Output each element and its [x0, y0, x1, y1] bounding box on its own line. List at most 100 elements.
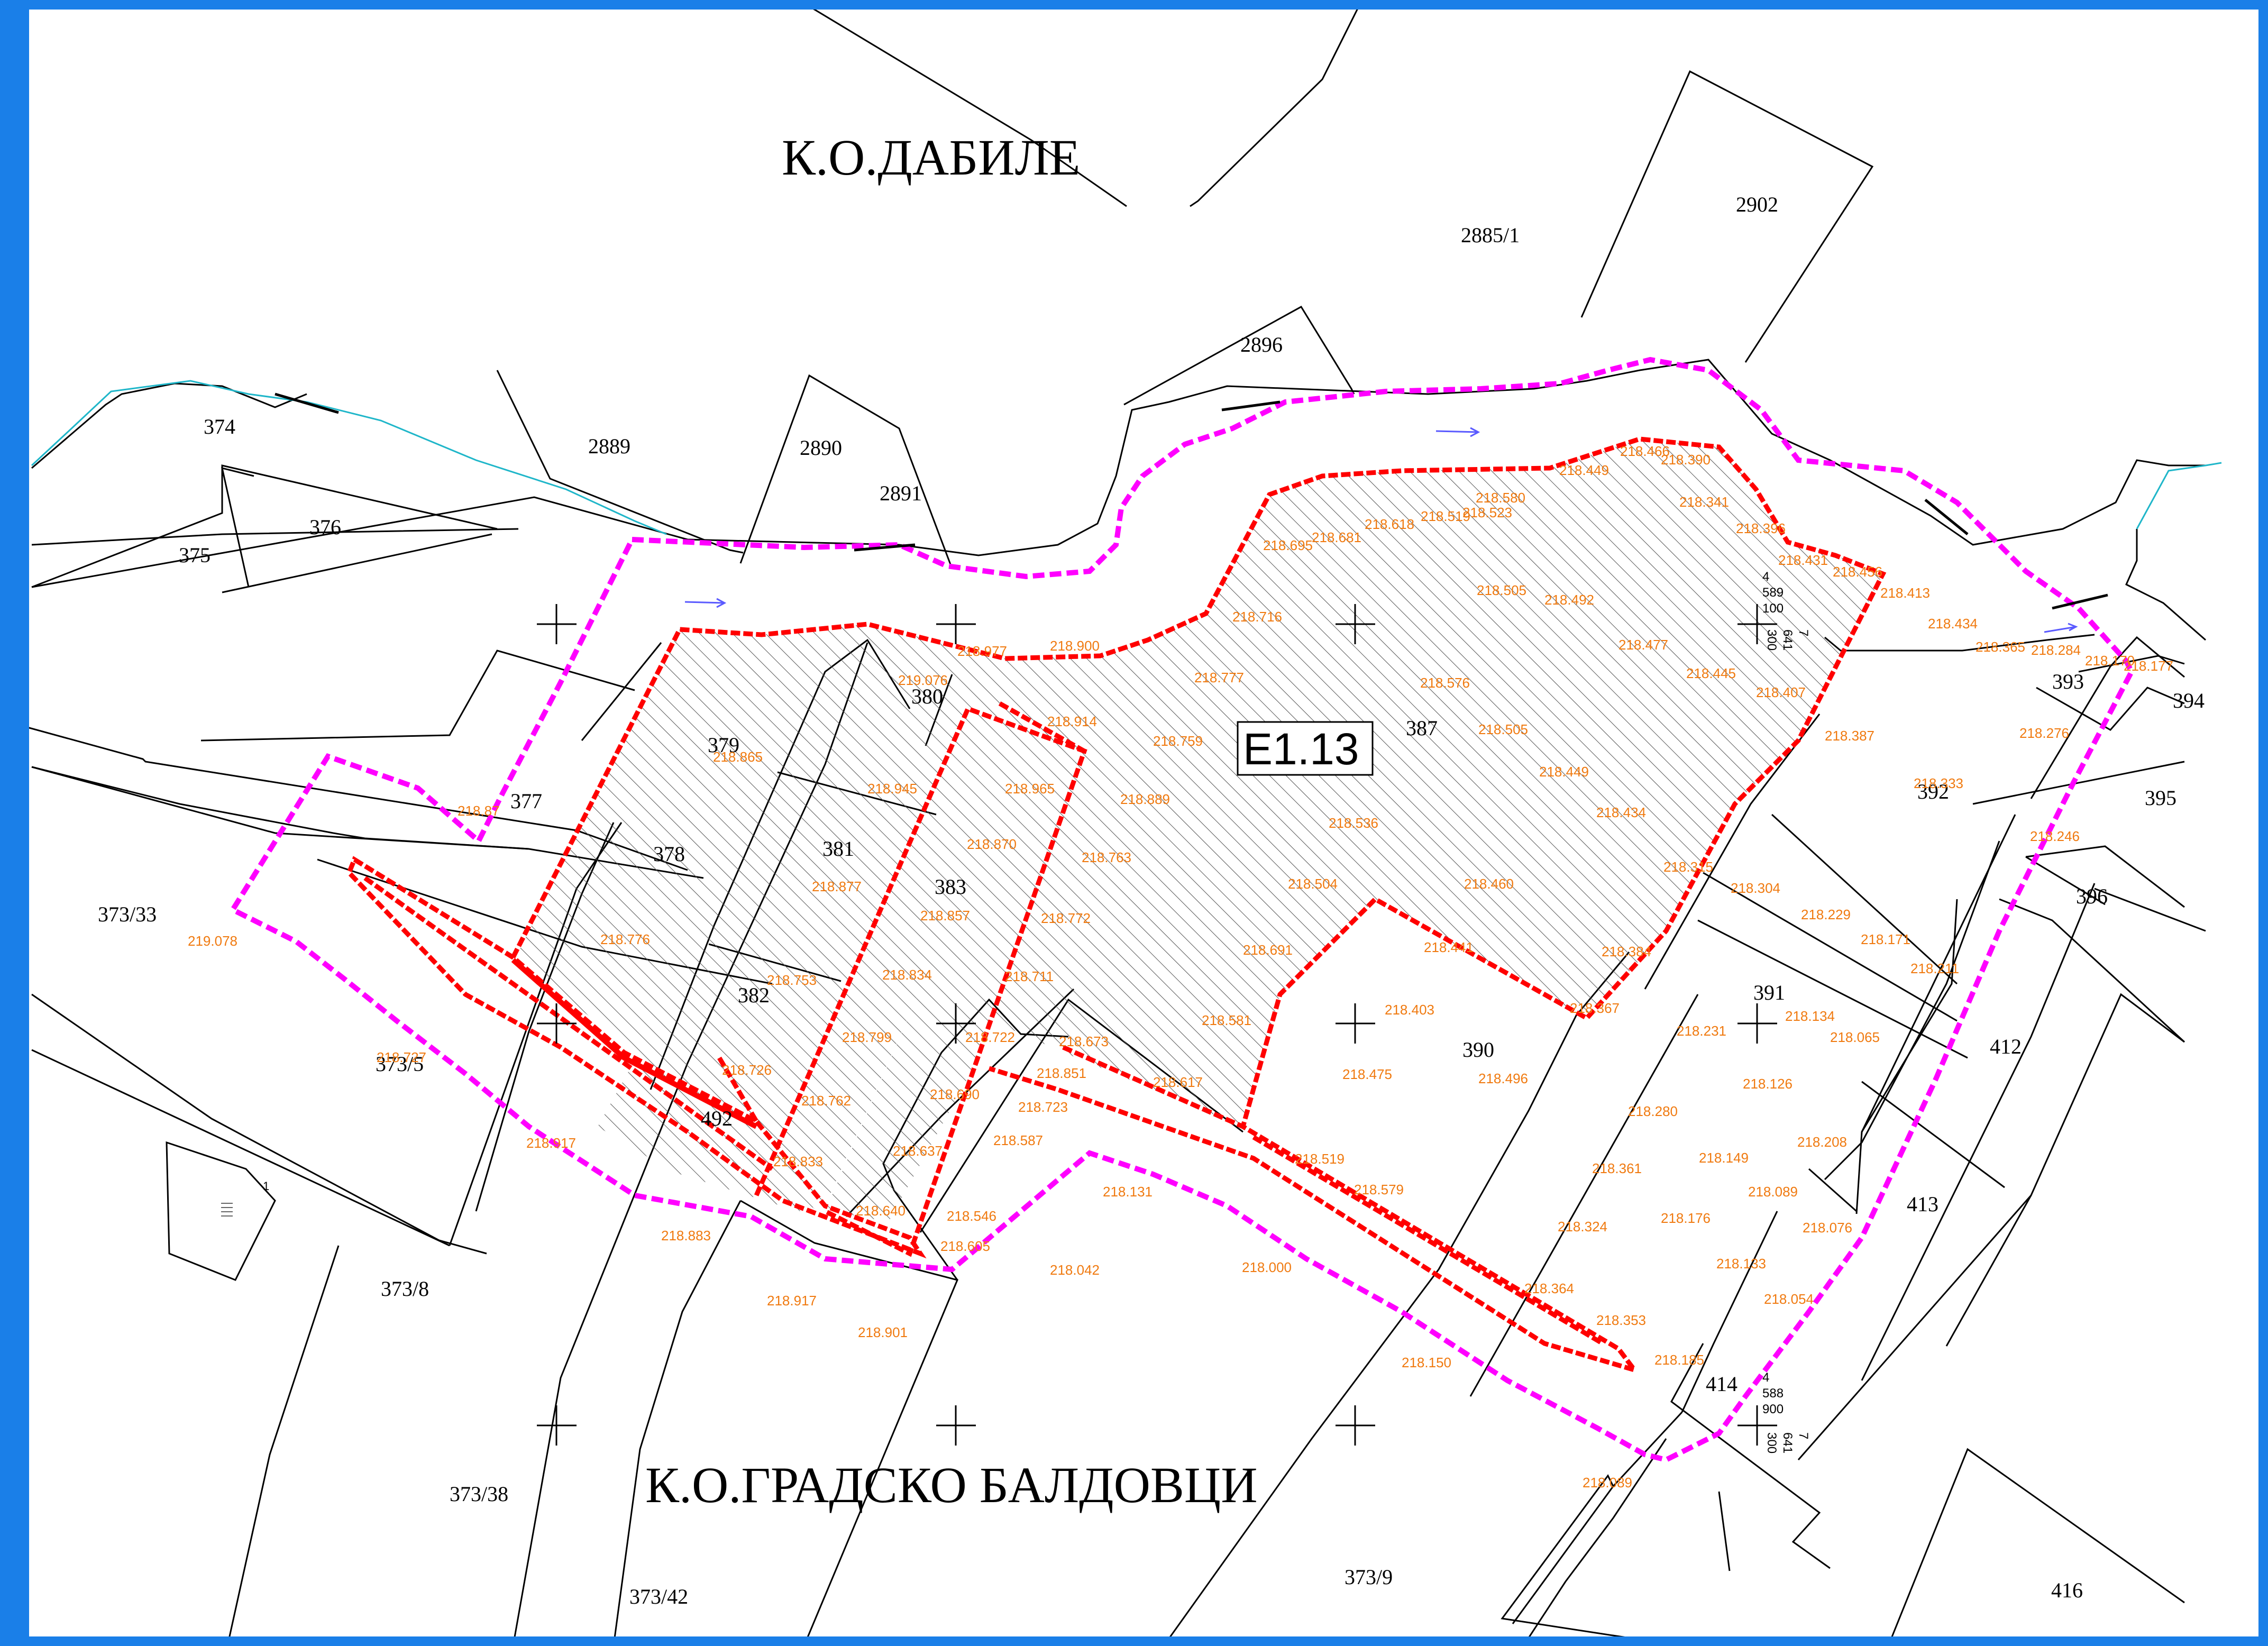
elevation-label: 218.177 — [2124, 658, 2173, 674]
elevation-label: 218.833 — [773, 1154, 823, 1169]
parcel-label: 382 — [738, 983, 770, 1007]
elevation-label: 218.722 — [965, 1029, 1015, 1045]
elevation-label: 218.131 — [1103, 1184, 1153, 1200]
elevation-label: 218.276 — [2019, 725, 2069, 741]
parcel-label: 373/33 — [98, 902, 157, 926]
coord-label: 100 — [1762, 601, 1784, 616]
parcel-label: 393 — [2052, 670, 2084, 693]
elevation-label: 218.324 — [1558, 1219, 1607, 1234]
parcel-label: 492 — [701, 1107, 733, 1130]
elevation-label: 218.133 — [1716, 1256, 1766, 1272]
elevation-label: 218.246 — [2030, 828, 2080, 844]
coord-label: 4 — [1762, 1370, 1769, 1385]
parcel-label: 373/8 — [381, 1277, 429, 1301]
elevation-label: 218.762 — [801, 1093, 851, 1109]
parcel-label: 373/9 — [1345, 1565, 1393, 1589]
elevation-label: 218.617 — [1153, 1074, 1203, 1090]
elevation-label: 218.917 — [767, 1293, 817, 1309]
elevation-label: 218.000 — [1242, 1259, 1292, 1275]
elevation-label: 218.441 — [1424, 939, 1474, 955]
parcel-label: 378 — [653, 842, 685, 866]
elevation-label: 218.364 — [1524, 1281, 1574, 1296]
elevation-label: 218.870 — [967, 836, 1017, 852]
elevation-label: 218.914 — [1047, 714, 1097, 729]
parcel-label: 376 — [309, 515, 341, 539]
parcel-label: 2885/1 — [1461, 223, 1520, 247]
region-label-north: К.О.ДАБИЛЕ — [782, 129, 1080, 186]
elevation-label: 218.150 — [1402, 1355, 1451, 1370]
elevation-label: 218.695 — [1263, 537, 1313, 553]
elevation-label: 218.149 — [1699, 1150, 1749, 1166]
elevation-label: 218.431 — [1778, 552, 1828, 568]
elevation-label: 218.519 — [1421, 508, 1470, 524]
elevation-label: 218.365 — [1976, 639, 2025, 655]
parcel-label: 387 — [1406, 716, 1438, 740]
parcel-label: 392 — [1917, 780, 1949, 803]
elevation-label: 218.089 — [1748, 1184, 1798, 1200]
elevation-label: 218.777 — [1194, 670, 1244, 685]
elevation-label: 218.460 — [1464, 876, 1514, 892]
elevation-label: 218.505 — [1477, 582, 1526, 598]
elevation-label: 218.361 — [1592, 1160, 1642, 1176]
river-line-east — [2136, 462, 2222, 529]
elevation-label: 218.759 — [1153, 733, 1203, 749]
elevation-label: 218.519 — [1295, 1151, 1345, 1167]
parcel-label: 373/42 — [629, 1585, 688, 1608]
elevation-label: 218.492 — [1544, 592, 1594, 608]
parcel-label: 2889 — [588, 434, 630, 458]
elevation-label: 218.865 — [713, 749, 763, 765]
parcel-label: 374 — [204, 415, 235, 438]
elevation-label: 218.772 — [1041, 910, 1091, 926]
elevation-label: 218.280 — [1628, 1103, 1678, 1119]
parcel-label: 396 — [2076, 884, 2108, 908]
elevation-label: 218.134 — [1785, 1008, 1835, 1024]
parcel-label: 395 — [2145, 786, 2176, 810]
elevation-label: 218.523 — [1462, 505, 1512, 520]
grid-crosses — [537, 604, 1777, 1446]
elevation-label: 218.076 — [1803, 1220, 1852, 1236]
elevation-label: 218.581 — [1202, 1012, 1251, 1028]
elevation-label: 218.618 — [1365, 516, 1414, 532]
elevation-label: 218.576 — [1420, 675, 1470, 691]
elevation-label: 218.640 — [856, 1203, 906, 1219]
elevation-label: 218.799 — [842, 1029, 892, 1045]
elevation-label: 218.681 — [1312, 529, 1361, 545]
flow-arrows — [684, 427, 2078, 633]
region-label-south: К.О.ГРАДСКО БАЛДОВЦИ — [645, 1457, 1258, 1513]
elevation-label: 218.726 — [722, 1062, 772, 1078]
elevation-label: 218.753 — [767, 972, 817, 988]
elevation-label: 218.284 — [2031, 642, 2081, 658]
coord-label: 641 — [1780, 629, 1795, 651]
elevation-label: 218.341 — [1679, 494, 1729, 510]
elevation-label: 218.315 — [1663, 859, 1713, 875]
elevation-label: 218.089 — [1583, 1475, 1632, 1490]
plot-frontage-solid — [511, 958, 758, 1129]
parcel-label: 375 — [179, 543, 211, 567]
elevation-labels: 218.466 218.390 218.449 218.580 218.523 … — [188, 443, 2173, 1490]
elevation-label: 218.716 — [1232, 609, 1282, 625]
parcel-label: 373/38 — [450, 1482, 508, 1506]
elevation-label: 218.504 — [1288, 876, 1338, 892]
parcel-labels: 374 375 376 2889 2890 2891 2896 2885/1 2… — [98, 193, 2205, 1608]
parcel-label: 383 — [935, 875, 966, 899]
elevation-label: 218.403 — [1385, 1002, 1434, 1018]
parcel-label: 394 — [2173, 689, 2205, 712]
elevation-label: 218.546 — [947, 1208, 996, 1224]
elevation-label: 218.434 — [1596, 804, 1646, 820]
elevation-label: 218.711 — [1005, 968, 1054, 984]
elevation-label: 218.580 — [1476, 490, 1525, 506]
elevation-label: 218.229 — [1801, 907, 1851, 922]
elevation-label: 218.396 — [1736, 520, 1786, 536]
parcel-label: 381 — [822, 837, 854, 861]
sheet-marker-icon — [221, 1203, 233, 1217]
elevation-label: 218.445 — [1686, 665, 1736, 681]
coord-label: 588 — [1762, 1386, 1784, 1401]
elevation-label: 218.065 — [1830, 1029, 1880, 1045]
elevation-label: 218.477 — [1618, 637, 1668, 653]
elevation-label: 218.208 — [1797, 1134, 1847, 1150]
elevation-label: 218.977 — [957, 643, 1007, 659]
parcel-label: 380 — [911, 684, 943, 708]
parcel-label: 2902 — [1736, 193, 1778, 216]
elevation-label: 218.637 — [893, 1143, 943, 1159]
